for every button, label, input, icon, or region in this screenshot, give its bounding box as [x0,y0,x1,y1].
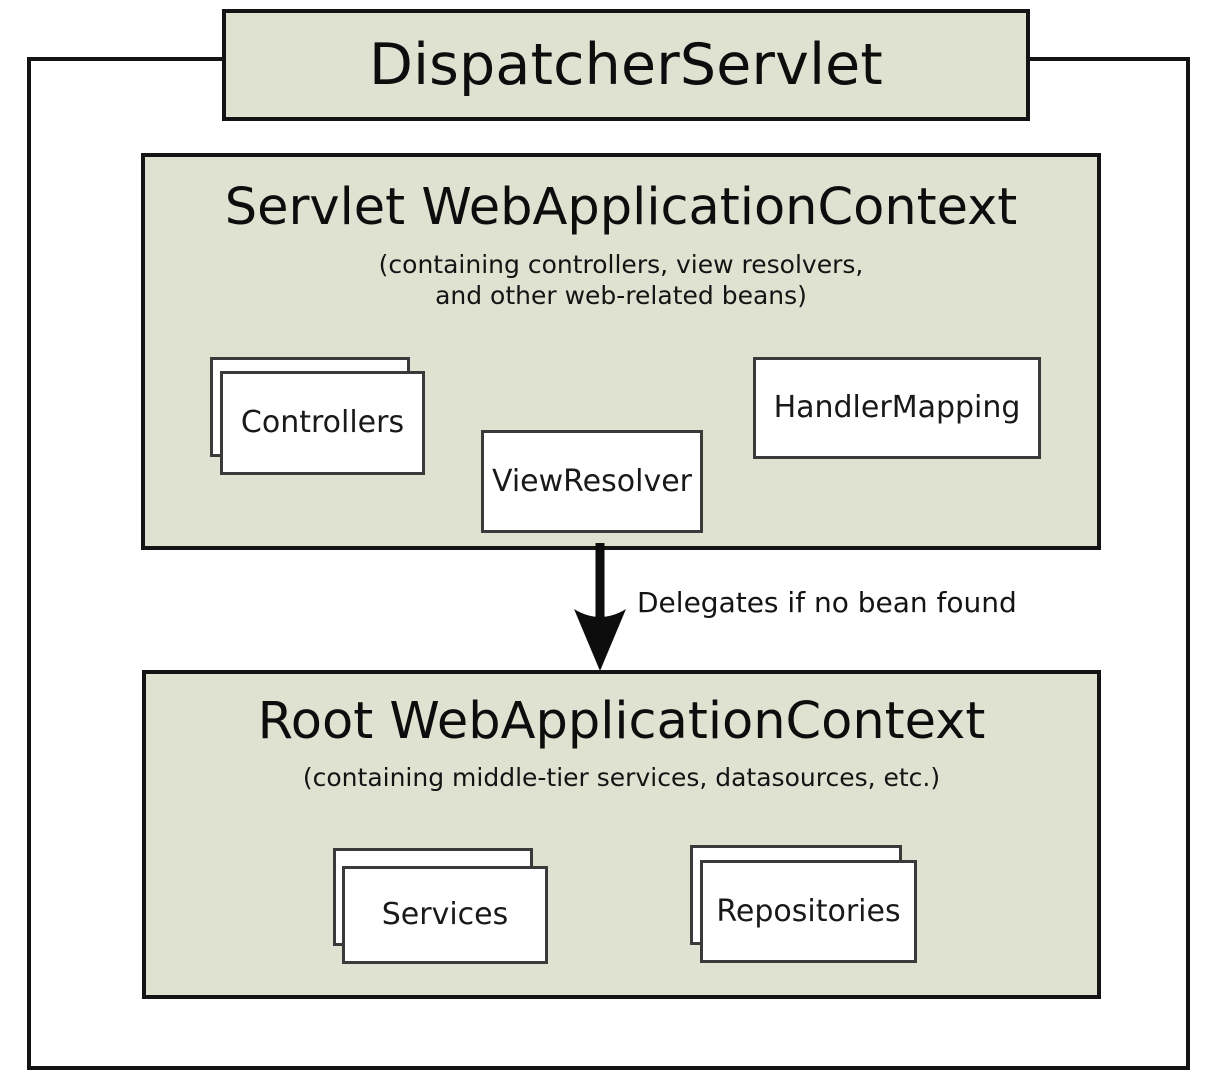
servlet-context-heading: Servlet WebApplicationContext [224,178,1018,237]
controllers-stack-front-card[interactable]: Controllers [220,371,425,475]
handler-mapping-bean-box[interactable]: HandlerMapping [753,357,1041,459]
repositories-stack-front-card[interactable]: Repositories [700,860,917,963]
services-stack-front-card[interactable]: Services [342,866,548,964]
controllers-bean-stack[interactable]: Controllers [210,357,425,475]
repositories-bean-stack[interactable]: Repositories [690,845,917,963]
view-resolver-bean-box[interactable]: ViewResolver [481,430,703,533]
delegation-arrow [565,543,641,675]
delegation-arrow-label: Delegates if no bean found [637,586,1017,619]
root-web-application-context-panel: Root WebApplicationContext (containing m… [142,670,1101,999]
root-context-heading: Root WebApplicationContext [257,692,986,751]
dispatcher-servlet-title-plate: DispatcherServlet [222,9,1030,121]
services-bean-stack[interactable]: Services [333,848,548,964]
servlet-context-subtitle: (containing controllers, view resolvers,… [145,249,1097,312]
servlet-context-subtitle-line-2: and other web-related beans) [435,281,807,311]
down-arrow-icon [574,543,626,671]
page-title: DispatcherServlet [369,31,883,98]
root-context-subtitle-line-1: (containing middle-tier services, dataso… [302,763,941,792]
controllers-bean-label: Controllers [240,405,405,440]
root-context-subtitle: (containing middle-tier services, dataso… [146,762,1097,793]
repositories-bean-label: Repositories [716,893,901,929]
services-bean-label: Services [381,897,509,932]
handler-mapping-bean-label: HandlerMapping [773,390,1021,425]
view-resolver-bean-label: ViewResolver [491,463,692,499]
servlet-context-subtitle-line-1: (containing controllers, view resolvers, [378,250,864,279]
